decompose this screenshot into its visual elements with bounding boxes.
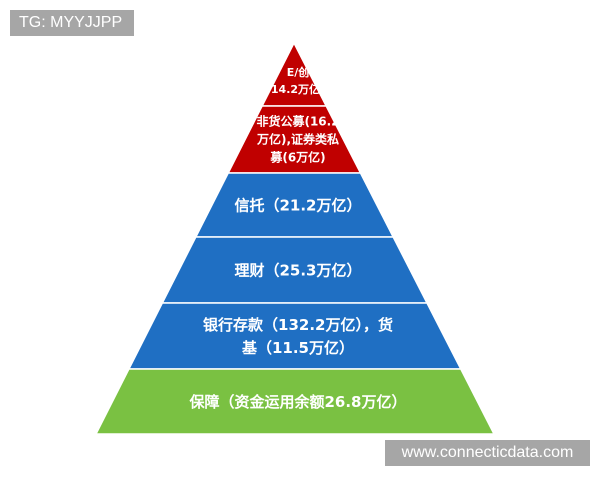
tier-label-wealth-management: 理财（25.3万亿）	[234, 261, 361, 279]
tier-label-line: 银行存款（132.2万亿），货	[203, 316, 393, 334]
watermark-website: www.connecticdata.com	[385, 440, 590, 466]
tier-label-line: 理财（25.3万亿）	[234, 261, 361, 279]
tier-label-line: 非货公募(16.2	[256, 114, 339, 129]
tier-wealth-management: 理财（25.3万亿）	[161, 236, 429, 304]
watermark-telegram: TG: MYYJJPP	[10, 10, 134, 36]
tier-label-line: 基（11.5万亿）	[241, 339, 354, 357]
tier-label-pe-vc: E/创 14.2万亿)	[271, 65, 325, 96]
tier-pe-vc: E/创 14.2万亿)	[260, 41, 328, 107]
tier-label-insurance: 保障（资金运用余额26.8万亿）	[188, 393, 406, 411]
tier-label-line: E/创	[287, 65, 310, 79]
tier-label-bank-deposits: 银行存款（132.2万亿），货基（11.5万亿）	[203, 316, 393, 357]
tier-bank-deposits: 银行存款（132.2万亿），货基（11.5万亿）	[127, 302, 463, 370]
tier-trust: 信托（21.2万亿）	[194, 172, 395, 238]
tier-label-line: 保障（资金运用余额26.8万亿）	[188, 393, 406, 411]
tier-label-trust: 信托（21.2万亿）	[234, 196, 361, 214]
tier-shape-bank-deposits	[127, 302, 463, 370]
tier-shape-insurance	[94, 368, 496, 435]
tier-label-line: 14.2万亿)	[271, 82, 325, 96]
tier-label-line: 信托（21.2万亿）	[234, 196, 361, 214]
tier-insurance: 保障（资金运用余额26.8万亿）	[94, 368, 496, 435]
tier-label-line: 募(6万亿)	[269, 150, 325, 165]
tier-label-line: 万亿),证券类私	[256, 132, 339, 147]
